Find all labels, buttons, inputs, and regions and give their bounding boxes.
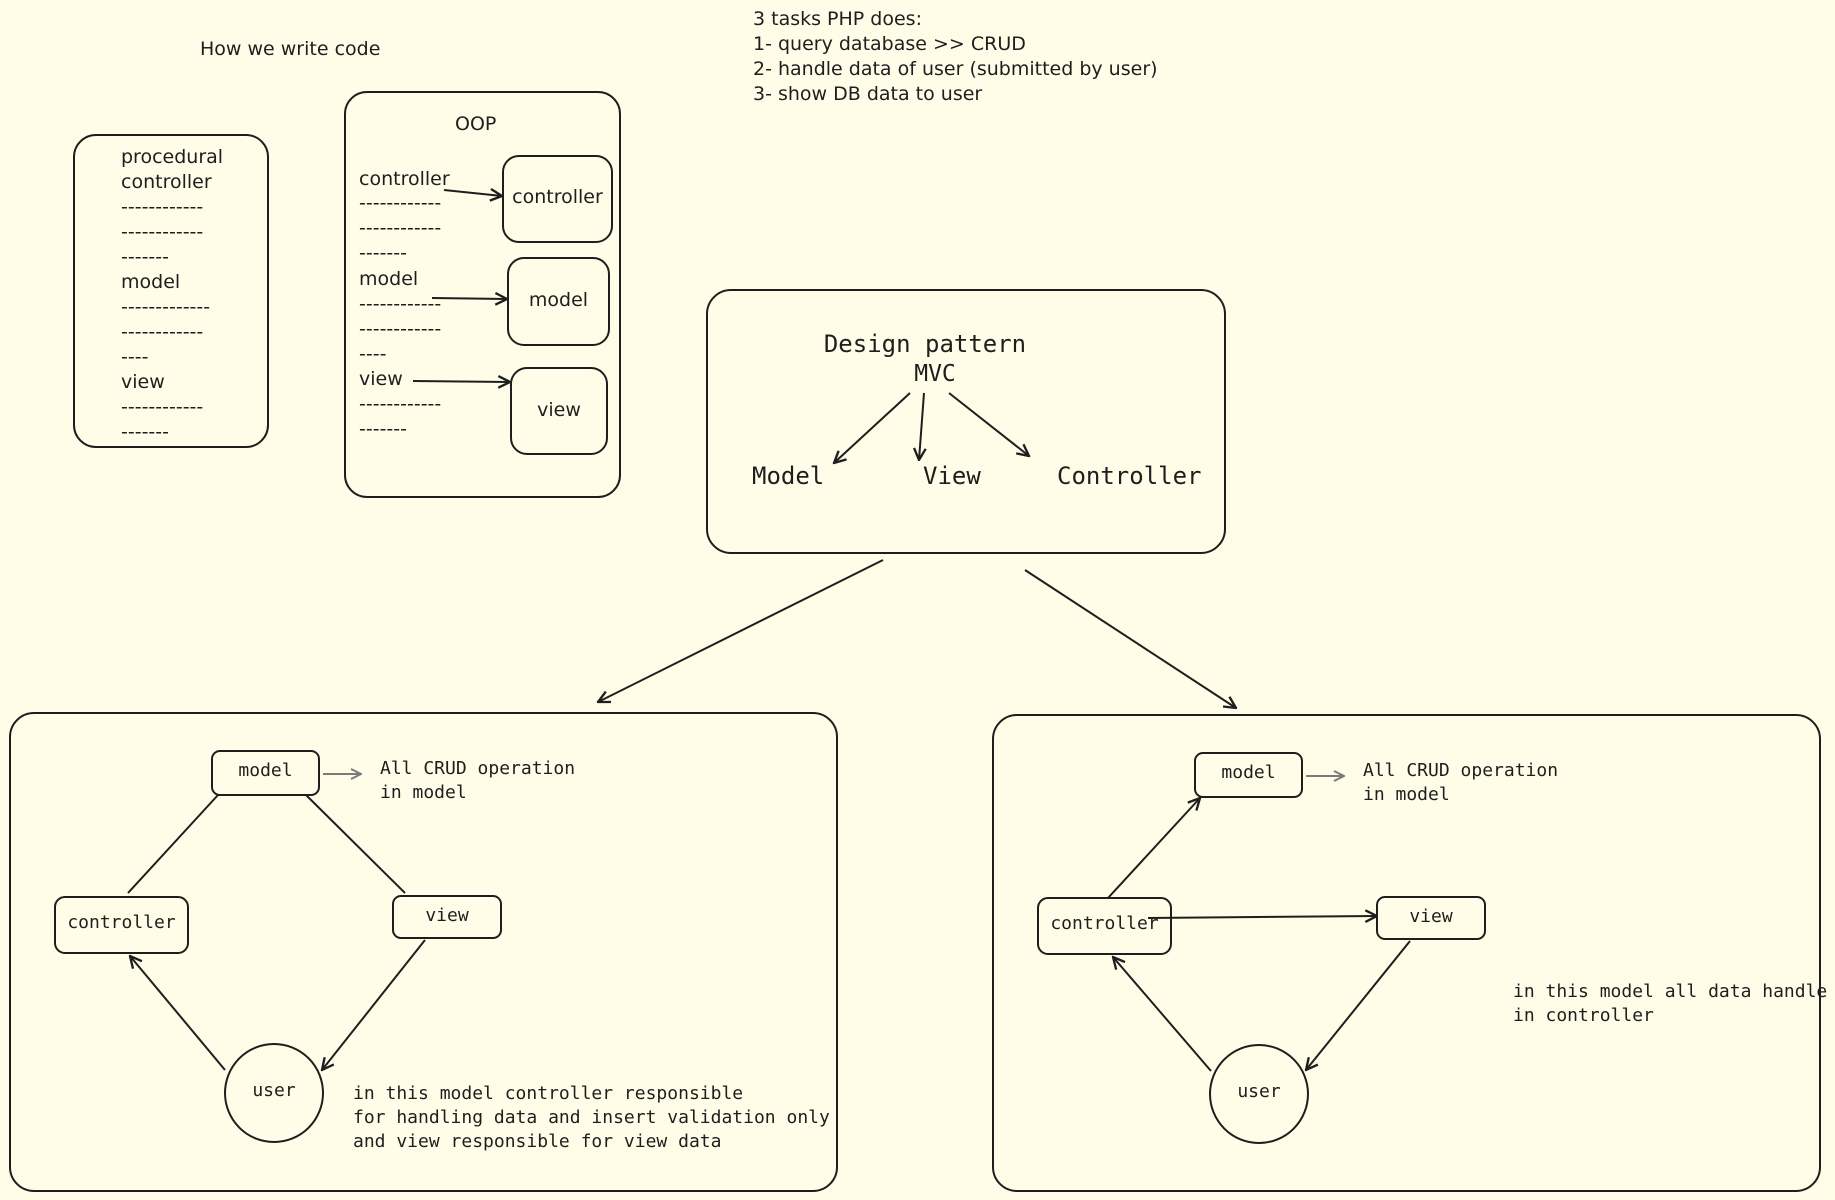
right-crud-note-line1: All CRUD operation	[1363, 760, 1559, 781]
left-controller-node	[54, 896, 189, 954]
left-model-label: model	[238, 760, 293, 781]
left-model-view-line	[305, 794, 406, 894]
left-user-label: user	[252, 1080, 296, 1101]
procedural-title-line1: procedural	[121, 146, 224, 168]
pattern-to-right-arrow	[1024, 569, 1236, 708]
procedural-dashes-6: ----	[121, 346, 149, 368]
right-view-label: view	[1409, 906, 1453, 927]
design-pattern-view: View	[923, 462, 981, 490]
procedural-title-line2: controller	[121, 171, 212, 193]
right-controller-node	[1037, 897, 1172, 955]
oop-dashes-4: ------------	[359, 293, 442, 315]
mvc-label: MVC	[914, 361, 956, 387]
procedural-dashes-2: ------------	[121, 221, 204, 243]
oop-view-label: view	[359, 368, 403, 390]
procedural-dashes-1: ------------	[121, 196, 204, 218]
right-user-label: user	[1237, 1081, 1281, 1102]
oop-title: OOP	[455, 113, 497, 135]
design-pattern-title: Design pattern	[823, 330, 1027, 358]
oop-dashes-8: -------	[359, 418, 407, 440]
left-note-line3: and view responsible for view data	[353, 1131, 722, 1152]
left-view-user-arrow	[322, 939, 426, 1070]
oop-dashes-5: ------------	[359, 318, 442, 340]
right-user-node	[1209, 1044, 1309, 1144]
mvc-to-model-arrow	[834, 392, 911, 463]
left-model-controller-line	[127, 794, 219, 894]
left-model-node	[211, 750, 320, 796]
oop-model-arrow	[431, 298, 507, 299]
right-view-user-arrow	[1306, 940, 1411, 1070]
right-controller-view-arrow	[1147, 916, 1377, 918]
procedural-box	[73, 134, 269, 448]
left-crud-note-line2: in model	[380, 782, 467, 803]
oop-model-label: model	[359, 268, 419, 290]
php-task-2: 2- handle data of user (submitted by use…	[753, 58, 1158, 80]
oop-dashes-1: ------------	[359, 192, 442, 214]
right-note-line1: in this model all data handle	[1513, 981, 1828, 1002]
right-controller-label: controller	[1050, 913, 1159, 934]
mvc-to-view-arrow	[919, 392, 924, 460]
oop-controller-box-label: controller	[512, 186, 603, 208]
php-task-1: 1- query database >> CRUD	[753, 33, 1026, 55]
design-pattern-box	[706, 289, 1226, 554]
pattern-to-left-arrow	[598, 559, 884, 702]
oop-box	[344, 91, 621, 498]
right-model-label: model	[1221, 762, 1276, 783]
oop-controller-arrow	[443, 190, 502, 196]
php-tasks-title: 3 tasks PHP does:	[753, 8, 922, 30]
left-user-node	[224, 1043, 324, 1143]
procedural-dashes-5: ------------	[121, 321, 204, 343]
left-view-node	[392, 895, 502, 939]
oop-view-arrow	[412, 381, 510, 382]
oop-model-box-label: model	[528, 289, 589, 311]
left-user-controller-arrow	[130, 956, 226, 1071]
right-model-node	[1194, 752, 1303, 798]
oop-view-box-label: view	[537, 399, 581, 421]
left-note-line2: for handling data and insert validation …	[353, 1107, 830, 1128]
how-we-write-code-label: How we write code	[200, 38, 381, 60]
right-controller-model-arrow	[1107, 798, 1200, 899]
oop-dashes-7: ------------	[359, 393, 442, 415]
procedural-dashes-8: -------	[121, 421, 169, 443]
procedural-dashes-7: ------------	[121, 396, 204, 418]
oop-dashes-6: ----	[359, 343, 387, 365]
left-note-line1: in this model controller responsible	[353, 1083, 744, 1104]
oop-view-box	[510, 367, 608, 455]
oop-dashes-2: ------------	[359, 217, 442, 239]
right-crud-note-line2: in model	[1363, 784, 1450, 805]
oop-dashes-3: -------	[359, 242, 407, 264]
right-note-line2: in controller	[1513, 1005, 1654, 1026]
right-mvc-container	[992, 714, 1821, 1192]
procedural-model-label: model	[121, 271, 181, 293]
oop-controller-label: controller	[359, 168, 450, 190]
procedural-dashes-4: -------------	[121, 296, 211, 318]
design-pattern-model: Model	[752, 462, 825, 490]
procedural-view-label: view	[121, 371, 165, 393]
left-view-label: view	[425, 905, 469, 926]
right-user-controller-arrow	[1113, 957, 1212, 1072]
left-controller-label: controller	[67, 912, 176, 933]
php-task-3: 3- show DB data to user	[753, 83, 983, 105]
left-crud-note-line1: All CRUD operation	[380, 758, 576, 779]
left-mvc-container	[9, 712, 838, 1192]
mvc-to-controller-arrow	[948, 392, 1029, 456]
design-pattern-controller: Controller	[1057, 462, 1202, 490]
procedural-dashes-3: -------	[121, 246, 169, 268]
